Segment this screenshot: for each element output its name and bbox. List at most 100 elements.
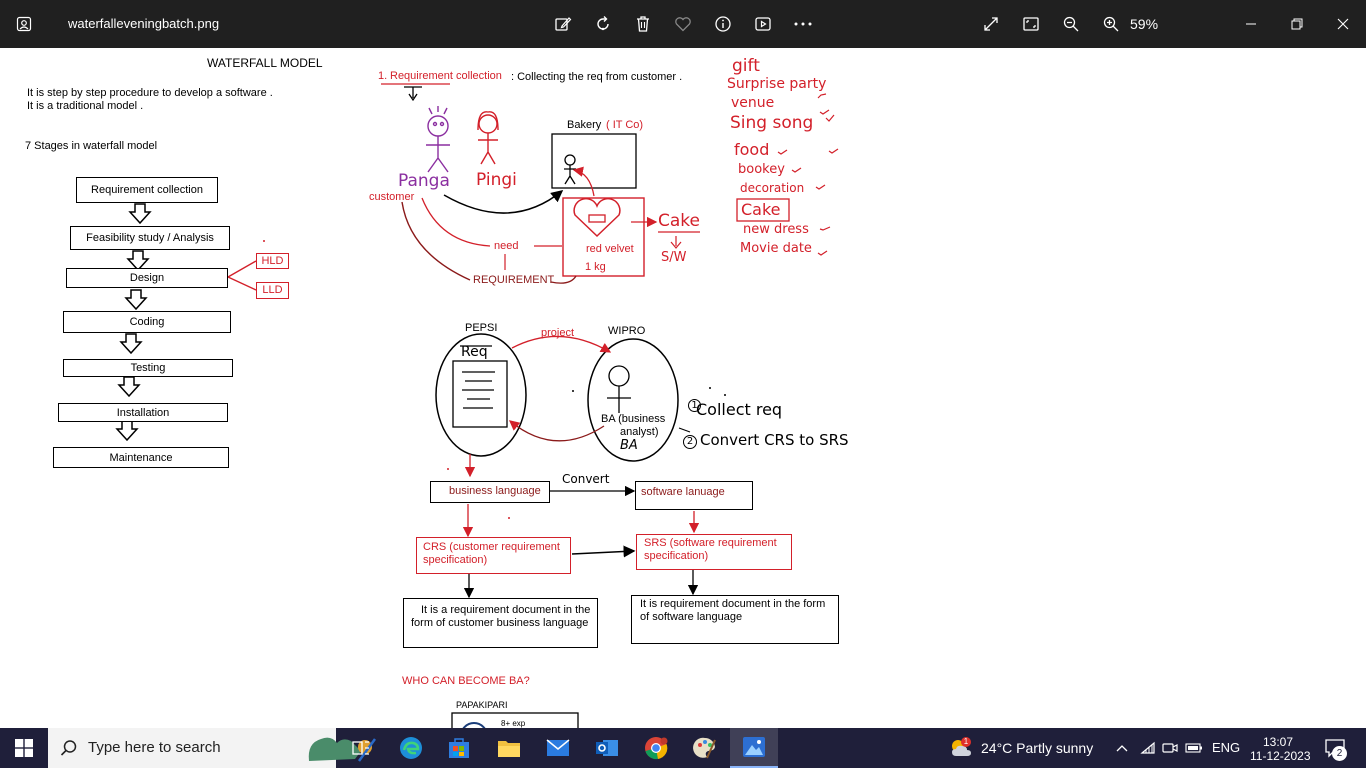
language-indicator[interactable]: ENG: [1212, 740, 1241, 755]
ba-line-2: analyst): [620, 426, 659, 438]
network-icon[interactable]: [1138, 728, 1158, 768]
search-placeholder: Type here to search: [88, 739, 221, 756]
req-title-number: 1.: [378, 70, 388, 82]
list-item-sing-song: Sing song: [730, 113, 814, 133]
stages-title: 7 Stages in waterfall model: [25, 140, 158, 152]
papakipari-label: PAPAKIPARI: [456, 700, 508, 710]
minimize-icon[interactable]: [1228, 0, 1274, 48]
list-item-surprise-party: Surprise party: [727, 76, 827, 92]
weather-badge: 1: [961, 737, 971, 747]
fullscreen-icon[interactable]: [979, 0, 1003, 48]
crs-description-box: It is a requirement document in the form…: [403, 598, 598, 648]
bakery-label: Bakery: [567, 119, 602, 131]
list-checkmarks: [777, 93, 839, 256]
slideshow-icon[interactable]: [751, 0, 775, 48]
list-item-bookey: bookey: [738, 162, 785, 177]
panga-label: Panga: [398, 171, 450, 191]
title-bar: waterfalleveningbatch.png 59%: [0, 0, 1366, 48]
crs-box: CRS (customer requirement specification): [416, 537, 571, 574]
software-language-box: software lanuage: [635, 481, 753, 510]
weather-text[interactable]: 24°C Partly sunny: [981, 740, 1094, 756]
image-canvas[interactable]: WATERFALL MODEL It is step by step proce…: [0, 48, 1366, 728]
who-can-become-ba: WHO CAN BECOME BA?: [402, 675, 530, 687]
chevron-up-icon[interactable]: [1112, 728, 1132, 768]
clock-time[interactable]: 13:07: [1263, 735, 1294, 749]
wipro-label: WIPRO: [608, 325, 646, 337]
step2-number: 2: [683, 435, 697, 449]
list-item-venue: venue: [731, 95, 775, 111]
close-icon[interactable]: [1320, 0, 1366, 48]
battery-icon[interactable]: [1184, 728, 1204, 768]
srs-description-box: It is requirement document in the form o…: [631, 595, 839, 644]
list-item-gift: gift: [732, 56, 760, 76]
hld-box: HLD: [256, 253, 289, 269]
info-icon[interactable]: [711, 0, 735, 48]
zoom-in-icon[interactable]: [1099, 0, 1123, 48]
search-icon: [60, 739, 78, 762]
pingi-figure: [477, 111, 499, 165]
customer-label: customer: [369, 191, 415, 203]
taskbar: Type here to search 1 24°C Partly sunny: [0, 728, 1366, 768]
stage-box-testing: Testing: [63, 359, 233, 377]
stage-box-feasibility: Feasibility study / Analysis: [70, 226, 230, 250]
stage-arrows: [115, 203, 152, 442]
meet-now-icon[interactable]: [1160, 728, 1180, 768]
itco-label: ( IT Co): [606, 119, 644, 131]
weather-icon[interactable]: [946, 728, 976, 768]
task-view-icon[interactable]: [346, 728, 376, 768]
taskbar-search[interactable]: Type here to search: [48, 728, 377, 768]
file-explorer-icon[interactable]: [494, 728, 524, 768]
heading: WATERFALL MODEL: [207, 56, 323, 70]
notifications-count: 2: [1332, 746, 1347, 761]
window-title: waterfalleveningbatch.png: [68, 16, 220, 31]
start-icon[interactable]: [0, 728, 48, 768]
paint-icon[interactable]: [690, 728, 720, 768]
edge-icon[interactable]: [396, 728, 426, 768]
clock-date[interactable]: 11-12-2023: [1250, 749, 1311, 763]
mail-icon[interactable]: [543, 728, 573, 768]
rotate-icon[interactable]: [591, 0, 615, 48]
store-icon[interactable]: [444, 728, 474, 768]
annotation-drawings: [115, 83, 839, 728]
notifications-icon[interactable]: [1320, 728, 1350, 768]
cake-label: Cake: [658, 211, 700, 231]
stage-box-installation: Installation: [58, 403, 228, 422]
outlook-icon[interactable]: [592, 728, 622, 768]
actual-size-icon[interactable]: [1019, 0, 1043, 48]
favorite-icon[interactable]: [671, 0, 695, 48]
intro-line-2: It is a traditional model .: [27, 100, 144, 112]
exp-label: 8+ exp: [501, 719, 526, 728]
step1-text: Collect req: [696, 400, 783, 419]
requirement-label: REQUIREMENT: [473, 274, 555, 286]
stage-box-maintenance: Maintenance: [53, 447, 229, 468]
stage-box-design: Design: [66, 268, 228, 288]
photos-icon[interactable]: [730, 728, 778, 768]
zoom-out-icon[interactable]: [1059, 0, 1083, 48]
ba-line-1: BA (business: [601, 413, 666, 425]
list-item-food: food: [734, 140, 770, 159]
panga-figure: [426, 106, 450, 173]
srs-box: SRS (software requirement specification): [636, 534, 792, 570]
convert-label: Convert: [562, 472, 610, 486]
pepsi-label: PEPSI: [465, 322, 498, 334]
chrome-icon[interactable]: [641, 728, 671, 768]
req-document-label: Req: [461, 344, 488, 360]
ba-abbr: BA: [620, 438, 638, 453]
more-icon[interactable]: [791, 0, 815, 48]
business-language-box: business language: [430, 481, 550, 503]
intro-line-1: It is step by step procedure to develop …: [27, 87, 273, 99]
need-label: need: [494, 240, 519, 252]
restore-icon[interactable]: [1274, 0, 1320, 48]
stage-box-coding: Coding: [63, 311, 231, 333]
list-item-movie-date: Movie date: [740, 241, 812, 256]
list-item-decoration: decoration: [740, 181, 805, 195]
photos-app-icon: [10, 0, 38, 48]
sw-label: S/W: [661, 250, 687, 265]
red-velvet-label: red velvet: [586, 243, 634, 255]
delete-icon[interactable]: [631, 0, 655, 48]
zoom-level[interactable]: 59%: [1130, 16, 1159, 32]
req-description: : Collecting the req from customer .: [511, 71, 683, 83]
edit-icon[interactable]: [551, 0, 575, 48]
list-item-new-dress: new dress: [743, 222, 809, 237]
one-kg-label: 1 kg: [585, 261, 606, 273]
